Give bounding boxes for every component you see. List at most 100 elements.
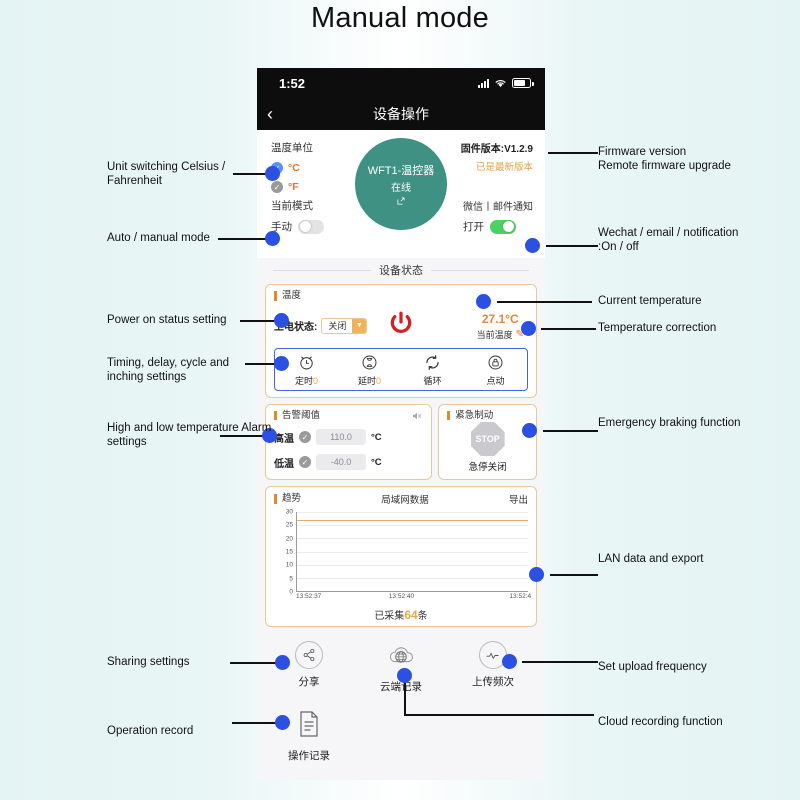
emergency-stop-button[interactable]: STOP 急停关闭 — [447, 422, 528, 473]
alarm-input-high[interactable]: 110.0 — [316, 429, 366, 445]
annotation-dot — [525, 238, 540, 253]
action-share[interactable]: 分享 — [263, 641, 355, 694]
firmware-latest-label[interactable]: 已是最新版本 — [475, 162, 533, 173]
power-button-icon[interactable] — [388, 310, 414, 341]
chart-gridline — [297, 577, 528, 579]
alarm-input-low[interactable]: -40.0 — [316, 454, 366, 470]
chart-y-tick: 30 — [285, 508, 293, 516]
leader-line — [522, 661, 598, 664]
mode-label: 当前模式 — [271, 200, 313, 212]
alarm-row-high: 高温 ✓ 110.0 °C — [274, 429, 423, 445]
annotation-dot — [476, 294, 491, 309]
annotation-cloud-recording: Cloud recording function — [598, 716, 723, 728]
check-icon[interactable]: ✓ — [299, 456, 311, 468]
unit-label: 温度单位 — [271, 142, 313, 154]
nav-bar: ‹ 设备操作 — [257, 98, 545, 130]
collected-suffix: 条 — [417, 611, 428, 622]
timing-item-cycle[interactable]: 循环 — [401, 353, 464, 387]
action-label: 云端记录 — [379, 681, 422, 693]
alarm-clock-icon — [300, 356, 313, 369]
check-icon[interactable]: ✓ — [299, 431, 311, 443]
firmware-version-label: 固件版本:V1.2.9 — [460, 144, 533, 155]
annotation-operation-record: Operation record — [107, 725, 194, 737]
collected-count: 64 — [404, 608, 418, 622]
annotation-firmware-version: Firmware version Remote firmware upgrade — [598, 146, 731, 173]
annotation-wechat-notification: Wechat / email / notification :On / off — [598, 227, 739, 254]
notification-label: 微信丨邮件通知 — [463, 202, 533, 213]
page-title: Manual mode — [311, 2, 489, 34]
power-on-status-label: 上电状态: — [274, 322, 318, 333]
chart-x-tick: 13:52:37 — [296, 593, 322, 600]
annotation-sharing-settings: Sharing settings — [107, 656, 190, 668]
annotation-current-temperature: Current temperature — [598, 295, 702, 307]
annotation-lan-data-export: LAN data and export — [598, 553, 704, 565]
action-operation-record[interactable]: 操作记录 — [263, 710, 355, 763]
device-status-title: 设备状态 — [379, 265, 423, 277]
annotation-dot — [262, 428, 277, 443]
temperature-card-title: 温度 — [274, 291, 528, 301]
chart-gridline — [297, 551, 528, 553]
collected-count-row: 已采集64条 — [274, 607, 528, 622]
action-label: 操作记录 — [287, 750, 330, 762]
notification-toggle[interactable] — [490, 219, 516, 234]
speaker-mute-icon[interactable] — [411, 410, 423, 425]
annotation-unit-switching: Unit switching Celsius / Fahrenheit — [107, 161, 226, 188]
mode-value-label: 手动 — [271, 221, 292, 233]
leader-line — [240, 320, 280, 323]
annotation-power-on-status: Power on status setting — [107, 314, 227, 326]
edit-square-icon[interactable] — [396, 196, 406, 206]
leader-line — [543, 430, 598, 433]
mode-toggle[interactable] — [298, 219, 324, 234]
mode-group: 当前模式 手动 — [271, 198, 324, 234]
chart-y-tick: 15 — [285, 548, 293, 556]
device-status-divider: 设备状态 — [257, 258, 545, 284]
phone-mockup: 1:52 ‹ 设备操作 温度单位 ✓ °C ✓ — [257, 68, 545, 780]
annotation-dot — [275, 715, 290, 730]
annotation-dot — [397, 668, 412, 683]
unit-option-fahrenheit[interactable]: ✓ °F — [271, 181, 313, 193]
action-label: 上传频次 — [471, 676, 514, 688]
chart-gridline — [297, 525, 528, 527]
annotation-auto-manual-mode: Auto / manual mode — [107, 232, 210, 244]
alarm-name-low: 低温 — [274, 458, 294, 470]
battery-icon — [512, 78, 534, 88]
back-chevron-icon[interactable]: ‹ — [267, 104, 273, 124]
leader-line — [546, 245, 598, 248]
cellular-signal-icon — [478, 78, 489, 88]
timing-item-inching[interactable]: 点动 — [464, 353, 527, 387]
timing-label: 定时 — [294, 375, 313, 386]
leader-line — [497, 301, 592, 304]
pencil-edit-icon[interactable]: ✎ — [515, 329, 524, 340]
action-label: 分享 — [298, 676, 320, 688]
annotation-alarm-settings: High and low temperature Alarm settings — [107, 422, 272, 449]
chart-middle-label[interactable]: 局域网数据 — [381, 495, 429, 506]
annotation-dot — [522, 423, 537, 438]
timing-count: 0 — [313, 375, 319, 386]
leader-line — [548, 152, 598, 155]
action-cloud-record[interactable]: 云端记录 — [355, 641, 447, 694]
chart-y-tick: 10 — [285, 561, 293, 569]
document-lines-icon — [297, 710, 321, 743]
temperature-card: 温度 上电状态: 关闭 ▼ 27.1°C 当前温度 — [265, 284, 537, 398]
emergency-stop-label: 急停关闭 — [468, 462, 507, 473]
status-bar: 1:52 — [257, 68, 545, 98]
chart-export-button[interactable]: 导出 — [508, 495, 528, 506]
device-status-circle[interactable]: WFT1-温控器 在线 — [355, 138, 447, 230]
current-temperature-value: 27.1°C — [481, 312, 519, 326]
action-upload-frequency[interactable]: 上传频次 — [447, 641, 539, 694]
collected-prefix: 已采集 — [374, 611, 405, 622]
timing-item-timer[interactable]: 定时0 — [275, 353, 338, 387]
brake-card-title: 紧急制动 — [447, 410, 528, 420]
hourglass-icon — [362, 355, 377, 369]
current-temperature-label: 当前温度 — [476, 330, 513, 340]
lock-icon — [488, 355, 503, 369]
timing-item-delay[interactable]: 延时0 — [338, 353, 401, 387]
power-on-status-select[interactable]: 关闭 ▼ — [321, 317, 368, 334]
timing-label: 延时 — [357, 375, 376, 386]
annotation-emergency-braking: Emergency braking function — [598, 417, 741, 429]
firmware-group: 固件版本:V1.2.9 已是最新版本 — [461, 140, 533, 173]
alarm-unit-high: °C — [371, 431, 382, 443]
check-icon: ✓ — [271, 181, 283, 193]
